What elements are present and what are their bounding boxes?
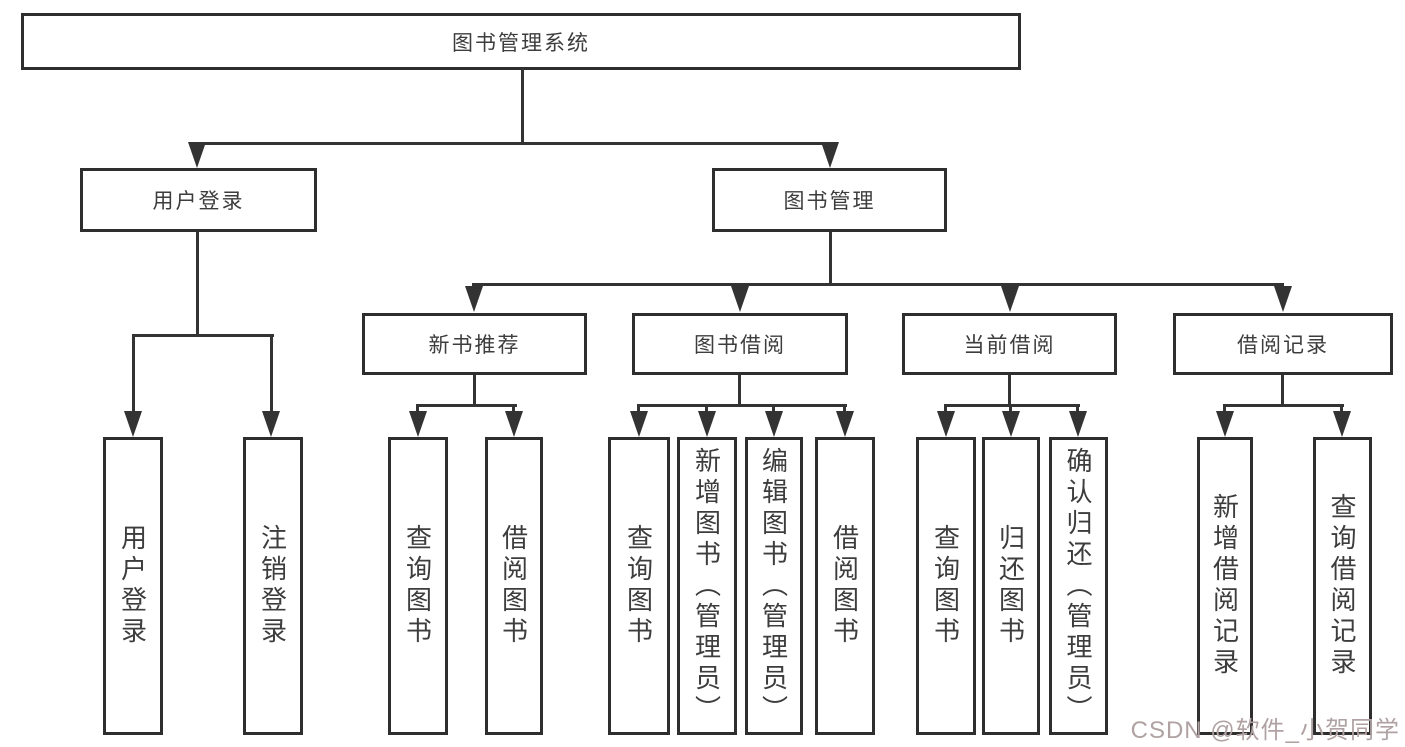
arrowhead: [765, 411, 783, 437]
arrowhead: [1333, 411, 1351, 437]
arrowhead: [1069, 411, 1087, 437]
node-label: 借阅记录: [1237, 334, 1329, 357]
arrowhead-to-new-books: [465, 286, 483, 312]
node-label: 查询图书: [623, 524, 654, 648]
connector-borrow-records-bar: [1224, 404, 1344, 407]
node-label: 图书管理: [783, 190, 876, 213]
leaf-user-login: 用户登录: [103, 437, 163, 735]
arrowhead: [1216, 411, 1234, 437]
connector-new-books-stem: [473, 375, 476, 406]
node-label: 借阅图书: [829, 524, 860, 648]
connector-book-borrow-bar: [638, 404, 847, 407]
connector-user-login-stem: [196, 232, 199, 336]
node-user-login: 用户登录: [80, 168, 317, 232]
leaf-query-books-recommend: 查询图书: [388, 437, 448, 735]
connector-drop-logout: [270, 334, 273, 414]
arrowhead-to-user-login-leaf: [124, 411, 142, 437]
arrowhead: [630, 411, 648, 437]
arrowhead: [836, 411, 854, 437]
arrowhead: [698, 411, 716, 437]
arrowhead-to-borrow-records: [1274, 286, 1292, 312]
node-label: 查询图书: [402, 524, 433, 648]
connector-borrow-records-stem: [1281, 375, 1284, 406]
arrowhead-to-current-borrow: [1001, 286, 1019, 312]
arrowhead: [505, 411, 523, 437]
node-label: 新增借阅记录: [1209, 493, 1240, 679]
node-label: 图书借阅: [694, 334, 786, 357]
leaf-add-books-admin: 新增图书（管理员）: [677, 437, 737, 735]
leaf-add-borrow-record: 新增借阅记录: [1197, 437, 1253, 735]
arrowhead: [409, 411, 427, 437]
node-label: 注销登录: [257, 524, 288, 648]
node-label: 归还图书: [995, 524, 1026, 648]
leaf-borrow-books: 借阅图书: [815, 437, 875, 735]
arrowhead-to-book-borrow: [731, 286, 749, 312]
leaf-borrow-books-recommend: 借阅图书: [485, 437, 543, 735]
node-label: 新增图书（管理员）: [691, 446, 722, 726]
node-label: 用户登录: [117, 524, 148, 648]
node-label: 图书管理系统: [452, 31, 590, 55]
node-label: 确认归还（管理员）: [1063, 446, 1093, 726]
csdn-watermark: CSDN @软件_小贺同学: [1130, 717, 1400, 744]
connector-current-borrow-stem: [1008, 375, 1011, 406]
node-new-book-recommend: 新书推荐: [362, 313, 587, 375]
node-label: 当前借阅: [963, 334, 1056, 357]
arrowhead-to-user-login: [188, 142, 206, 168]
node-root-library-system: 图书管理系统: [21, 13, 1021, 70]
leaf-query-books-current: 查询图书: [916, 437, 976, 735]
connector-root-bar: [196, 142, 833, 145]
arrowhead: [1002, 411, 1020, 437]
connector-user-login-bar: [132, 334, 274, 337]
leaf-edit-books-admin: 编辑图书（管理员）: [745, 437, 803, 735]
connector-book-mgmt-bar: [472, 283, 1284, 286]
connector-book-borrow-stem: [738, 375, 741, 406]
connector-new-books-bar: [417, 404, 517, 407]
node-book-management: 图书管理: [712, 168, 947, 232]
leaf-query-borrow-record: 查询借阅记录: [1313, 437, 1372, 735]
node-book-borrow: 图书借阅: [632, 313, 848, 375]
node-label: 用户登录: [152, 190, 245, 213]
node-label: 借阅图书: [498, 524, 529, 648]
leaf-confirm-return-admin: 确认归还（管理员）: [1049, 437, 1108, 735]
leaf-return-books: 归还图书: [982, 437, 1040, 735]
node-label: 新书推荐: [428, 334, 521, 357]
arrowhead: [937, 411, 955, 437]
connector-drop-user-login: [132, 334, 135, 414]
node-label: 编辑图书（管理员）: [758, 446, 789, 726]
node-label: 查询借阅记录: [1327, 493, 1357, 679]
arrowhead-to-logout-leaf: [262, 411, 280, 437]
connector-current-borrow-bar: [945, 404, 1080, 407]
node-label: 查询图书: [930, 524, 961, 648]
leaf-query-books-borrow: 查询图书: [608, 437, 670, 735]
connector-root-stem: [521, 68, 524, 144]
arrowhead-to-book-management: [821, 142, 839, 168]
leaf-logout: 注销登录: [243, 437, 303, 735]
connector-book-mgmt-stem: [829, 232, 832, 285]
node-current-borrow: 当前借阅: [902, 313, 1117, 375]
node-borrow-records: 借阅记录: [1173, 313, 1393, 375]
